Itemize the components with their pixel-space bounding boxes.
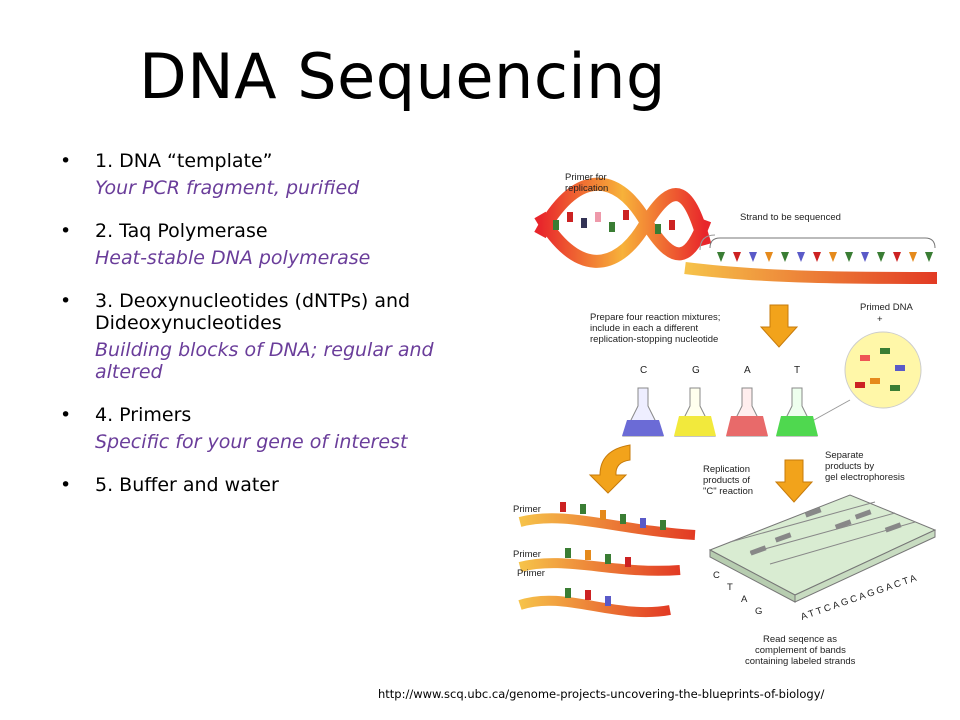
source-url: http://www.scq.ubc.ca/genome-projects-un… xyxy=(378,687,825,701)
product-strand xyxy=(518,558,681,576)
bullet-sub: Building blocks of DNA; regular and alte… xyxy=(95,339,434,383)
bullet-dot: • xyxy=(60,220,72,242)
flask-label-c: C xyxy=(640,365,647,376)
bullet-sub: Specific for your gene of interest xyxy=(95,431,408,453)
strand-bracket xyxy=(709,237,936,249)
primer-label: Primer xyxy=(513,549,541,560)
dna-helix xyxy=(534,177,938,284)
flask-label-g: G xyxy=(692,365,700,376)
bullet-label: 4. Primers xyxy=(95,404,192,426)
flask-c-icon xyxy=(622,387,664,437)
bullet-label: 3. Deoxynucleotides (dNTPs) and Dideoxyn… xyxy=(95,290,411,334)
flask-label-a: A xyxy=(744,365,751,376)
gel-lane-c: C xyxy=(713,570,720,581)
bullet-sub: Your PCR fragment, purified xyxy=(95,177,360,199)
gel-lane-t: T xyxy=(727,582,733,593)
primer-label: Primer xyxy=(513,504,541,515)
flask-t-icon xyxy=(776,387,818,437)
read-sequence-label: Read seqence as complement of bands cont… xyxy=(745,634,856,667)
bullet-label: 2. Taq Polymerase xyxy=(95,220,268,242)
bullet-sub: Heat-stable DNA polymerase xyxy=(95,247,371,269)
bullet-dot: • xyxy=(60,290,72,312)
plus-label: + xyxy=(877,314,883,325)
primed-dna-label: Primed DNA xyxy=(860,302,913,313)
product-strand xyxy=(518,595,671,618)
primer-for-replication-label: Primer for replication xyxy=(565,172,609,194)
bullet-dot: • xyxy=(60,150,72,172)
gel-plate xyxy=(708,494,937,603)
gel-lane-g: G xyxy=(755,606,762,617)
bullet-item-polymerase: • 2. Taq Polymerase Heat-stable DNA poly… xyxy=(60,220,500,269)
slide-title: DNA Sequencing xyxy=(139,40,666,113)
bullet-label: 1. DNA “template” xyxy=(95,150,273,172)
separate-products-label: Separate products by gel electrophoresis xyxy=(825,450,905,483)
dna-sequencing-diagram: Primer for replication Strand to be sequ… xyxy=(513,172,938,667)
arrow-down-icon xyxy=(759,304,799,348)
prepare-mixtures-label: Prepare four reaction mixtures; include … xyxy=(590,312,723,345)
strand-bases xyxy=(717,252,933,262)
replication-products-label: Replication products of "C" reaction xyxy=(703,464,753,497)
primer-label: Primer xyxy=(517,568,545,579)
bullet-dot: • xyxy=(60,474,72,496)
flask-a-icon xyxy=(726,387,768,437)
bullet-item-template: • 1. DNA “template” Your PCR fragment, p… xyxy=(60,150,500,199)
primed-dna-bubble xyxy=(804,331,922,426)
product-strand xyxy=(518,513,696,540)
bullet-item-buffer: • 5. Buffer and water xyxy=(60,474,500,496)
bullet-item-primers: • 4. Primers Specific for your gene of i… xyxy=(60,404,500,453)
helix-bases xyxy=(553,210,675,234)
gel-lane-a: A xyxy=(741,594,748,605)
bullet-dot: • xyxy=(60,404,72,426)
flask-g-icon xyxy=(674,387,716,437)
bullet-label: 5. Buffer and water xyxy=(95,474,279,496)
product-bases xyxy=(560,502,666,606)
flask-label-t: T xyxy=(794,365,800,376)
curved-arrow-icon xyxy=(588,444,631,494)
arrow-down-icon xyxy=(774,459,814,503)
strand-to-be-sequenced-label: Strand to be sequenced xyxy=(740,212,841,223)
bullet-list: • 1. DNA “template” Your PCR fragment, p… xyxy=(60,150,500,496)
bullet-item-nucleotides: • 3. Deoxynucleotides (dNTPs) and Dideox… xyxy=(60,290,500,383)
